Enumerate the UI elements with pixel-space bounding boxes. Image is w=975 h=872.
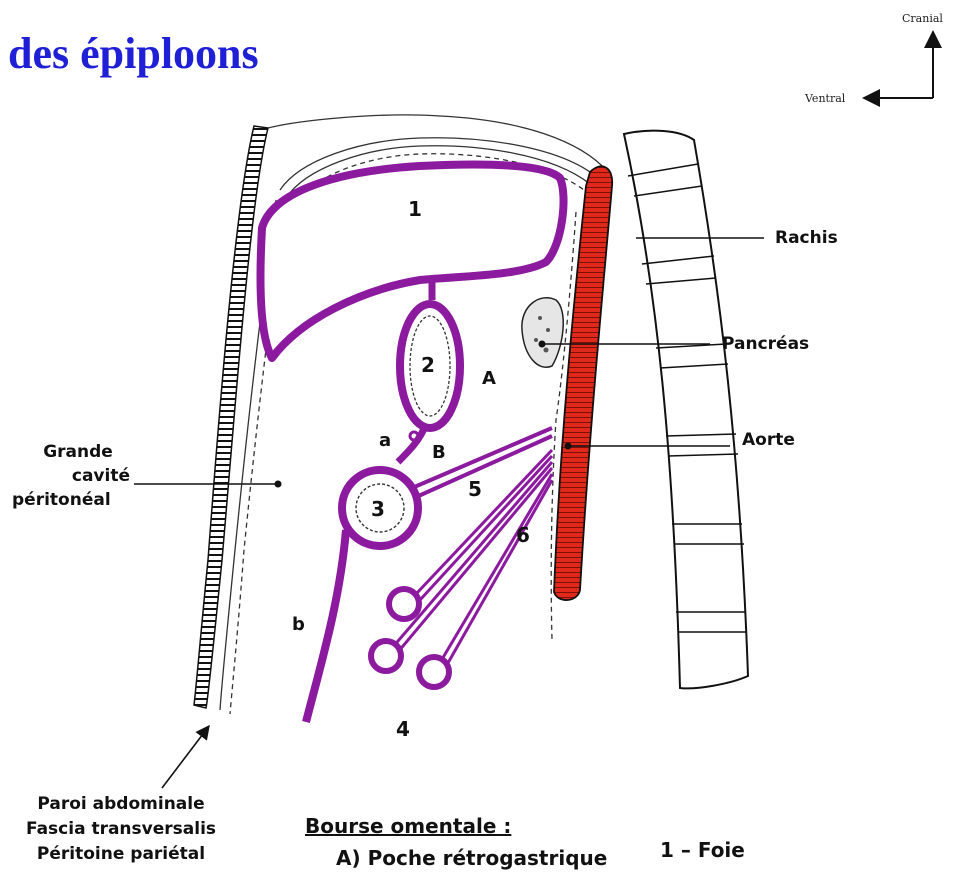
marker-1: 1 — [408, 197, 422, 221]
marker-b: b — [292, 614, 305, 635]
label-aorte: Aorte — [742, 430, 795, 450]
marker-4: 4 — [396, 717, 410, 741]
orientation-arrows — [870, 38, 933, 98]
label-grande-cavite-line3: péritonéal — [12, 488, 130, 512]
leader-dot — [565, 443, 572, 450]
legend-item-a: A) Poche rétrogastrique — [336, 846, 607, 870]
marker-2: 2 — [421, 353, 435, 377]
label-grande-cavite-line1: Grande — [12, 440, 130, 464]
gastro-colic-link — [398, 424, 426, 462]
label-pancreas: Pancréas — [722, 334, 809, 354]
pancreas — [522, 298, 563, 368]
label-grande-cavite-line2: cavité — [12, 464, 130, 488]
spine — [624, 131, 748, 689]
label-paroi-line2: Fascia transversalis — [6, 817, 236, 842]
wall-arrow — [162, 730, 206, 788]
marker-a: a — [379, 430, 391, 451]
marker-6: 6 — [516, 523, 530, 547]
marker-A: A — [482, 368, 496, 389]
marker-5: 5 — [468, 477, 482, 501]
greater-omentum — [306, 530, 346, 722]
label-paroi-line1: Paroi abdominale — [6, 792, 236, 817]
abdominal-wall — [194, 126, 268, 708]
intestine-loop — [389, 589, 419, 619]
marker-3: 3 — [371, 497, 385, 521]
intestine-loop — [371, 641, 401, 671]
label-grande-cavite: Grande cavité péritonéal — [12, 440, 130, 512]
label-paroi-line3: Péritoine pariétal — [6, 842, 236, 867]
label-paroi: Paroi abdominale Fascia transversalis Pé… — [6, 792, 236, 867]
leader-dot — [275, 481, 282, 488]
leader-dot — [539, 341, 546, 348]
legend-heading: Bourse omentale : — [305, 814, 511, 838]
marker-B: B — [432, 442, 446, 463]
intestine-loop — [419, 657, 449, 687]
legend-item-1: 1 – Foie — [660, 838, 745, 862]
label-rachis: Rachis — [775, 228, 838, 248]
